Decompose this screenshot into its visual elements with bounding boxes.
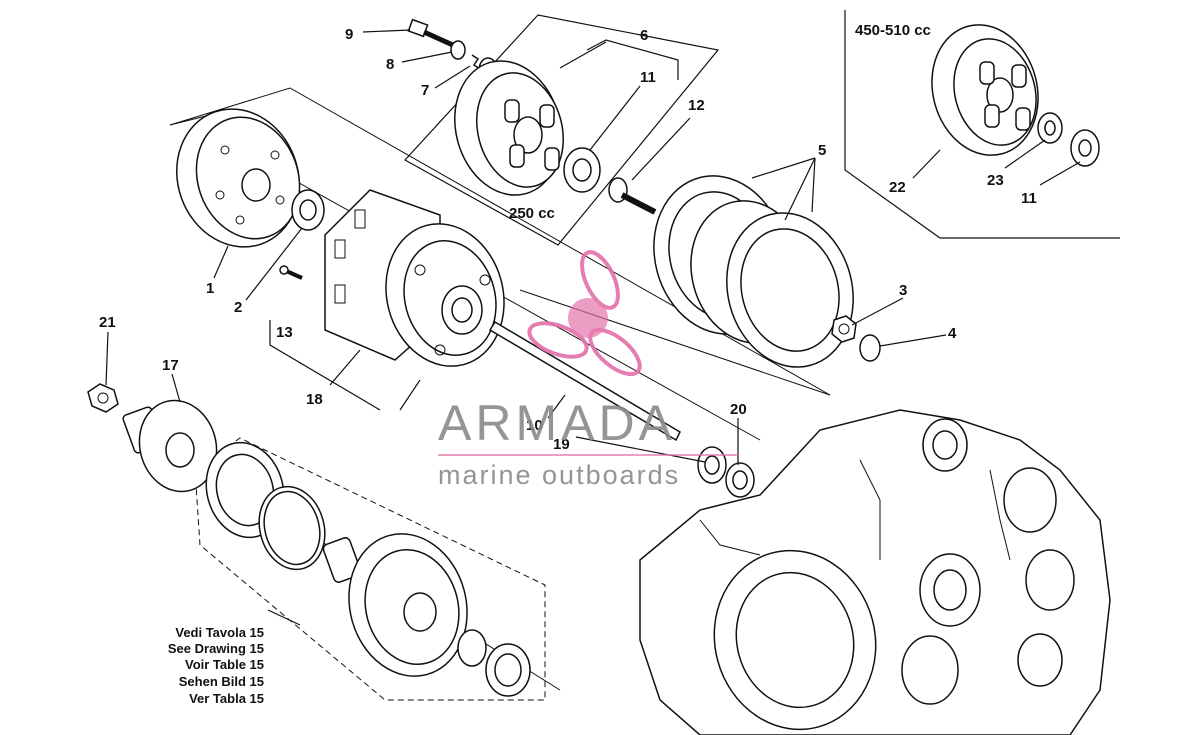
part-18-clutch-basket [324,189,505,367]
part-1-clutch-drum [175,108,301,248]
reference-line-de: Sehen Bild 15 [179,674,264,689]
callout-18: 18 [306,391,323,408]
variant-label-450cc: 450-510 cc [855,22,931,39]
callout-19: 19 [553,436,570,453]
part-11-bearing [563,147,601,193]
part-17-pinion [122,399,218,493]
callout-21: 21 [99,314,116,331]
callout-23: 23 [987,172,1004,189]
part-22-pressure-plate [931,24,1039,156]
frame-reference-group [194,437,546,701]
part-8-washer [450,40,466,60]
part-4-lock-washer [859,334,881,362]
ref-ring [258,485,326,571]
callout-13: 13 [276,324,293,341]
variant-label-250cc: 250 cc [509,205,555,222]
callout-5: 5 [818,142,826,159]
leader-lines [105,29,1081,626]
callout-9: 9 [345,26,353,43]
part-21-nut [87,383,119,413]
reference-note: Vedi Tavola 15 See Drawing 15 Voir Table… [168,625,264,706]
callout-17: 17 [162,357,179,374]
callout-6: 6 [640,27,648,44]
part-11-bearing-450 [1070,129,1100,167]
callout-7: 7 [421,82,429,99]
part-10-pushrod [488,320,681,442]
part-6-pressure-plate [454,60,565,196]
reference-line-it: Vedi Tavola 15 [175,625,264,640]
callout-22: 22 [889,179,906,196]
reference-line-fr: Voir Table 15 [185,657,264,672]
part-9-bolt [407,18,457,49]
reference-line-en: See Drawing 15 [168,641,264,656]
callout-11-top: 11 [640,69,656,86]
part-5-clutch-plates [653,175,854,368]
callout-labels: 9 8 7 6 11 12 5 3 4 1 2 13 18 10 19 20 2… [99,26,1037,453]
part-2-washer [291,189,325,231]
callout-3: 3 [899,282,907,299]
ref-large-gear [348,533,468,677]
ref-bearing-cage [205,441,285,539]
frame-450cc [844,10,1120,239]
callout-12: 12 [688,97,705,114]
crankcase [639,409,1111,735]
propeller-icon [527,250,642,377]
callout-2: 2 [234,299,242,316]
watermark: ARMADA marine outboards [438,250,738,490]
part-3-nut [831,315,857,343]
callout-1: 1 [206,280,214,297]
part-12-pushrod-head [608,177,657,215]
ref-washer [457,629,487,667]
callout-11-right: 11 [1021,190,1037,207]
callout-8: 8 [386,56,394,73]
ref-needle-bearing [322,537,362,583]
part-23-washer [1037,112,1063,144]
watermark-tagline: marine outboards [438,460,680,490]
ref-bushing [485,643,531,697]
part-13-pin [279,265,303,280]
callout-10: 10 [526,417,543,434]
callout-20: 20 [730,401,747,418]
part-19-bushing [697,446,727,484]
part-20-oil-seal [725,462,755,498]
reference-line-es: Ver Tabla 15 [189,691,264,706]
watermark-brand: ARMADA [438,395,676,451]
callout-4: 4 [948,325,957,342]
